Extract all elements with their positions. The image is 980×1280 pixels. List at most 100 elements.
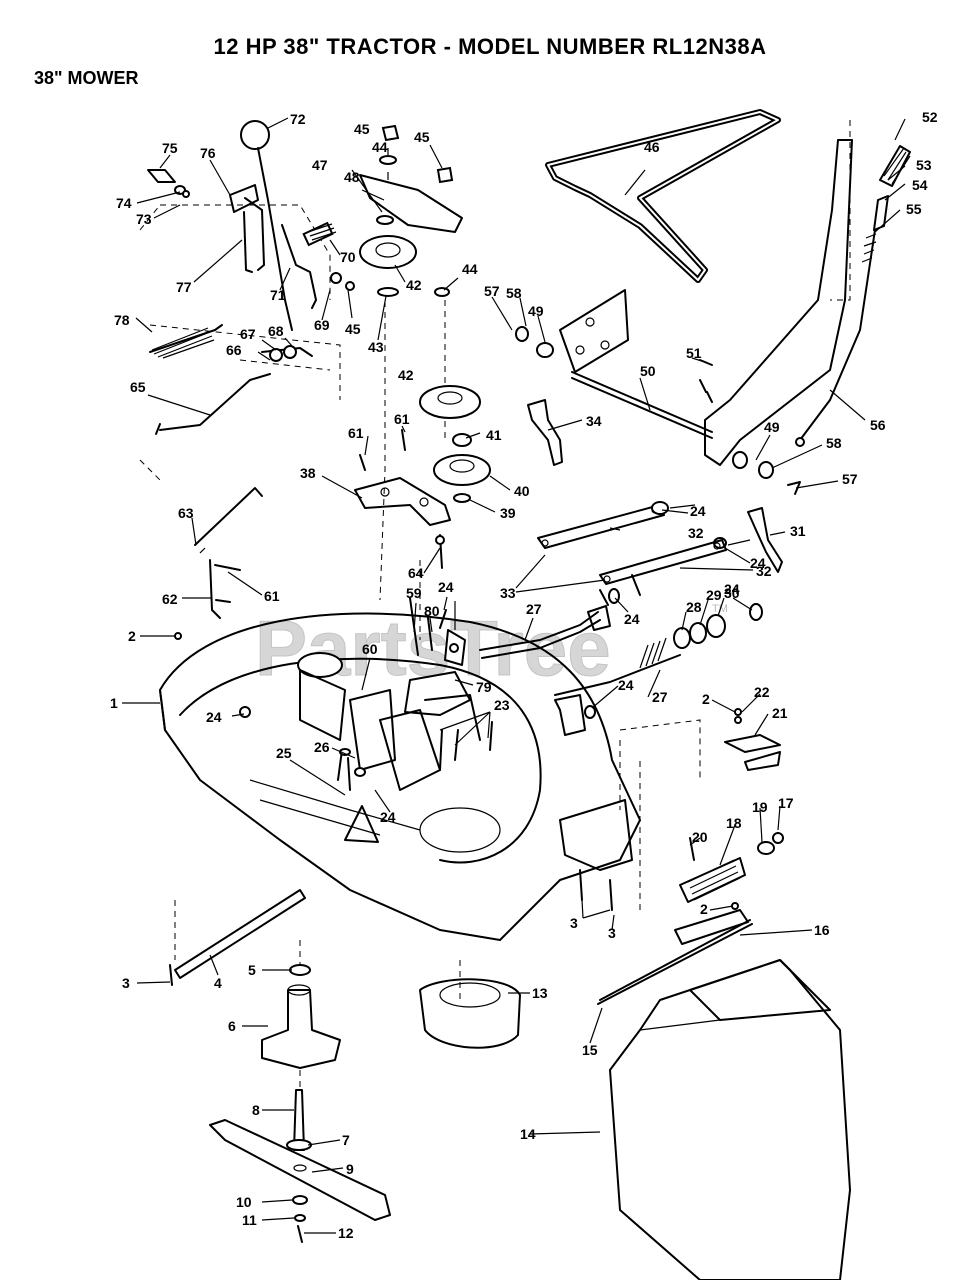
callout-21: 21 <box>772 705 788 721</box>
drive-belt <box>545 109 781 283</box>
callout-4: 4 <box>214 975 222 991</box>
callout-14: 14 <box>520 1126 536 1142</box>
callout-7: 7 <box>342 1132 350 1148</box>
deflector-spring-assembly <box>597 832 784 1005</box>
callout-2-right: 2 <box>702 691 710 707</box>
callout-61-left: 61 <box>348 425 364 441</box>
section-subtitle: 38" MOWER <box>34 68 139 88</box>
callout-11: 11 <box>242 1212 257 1228</box>
callout-57-right: 57 <box>842 471 858 487</box>
deck-control-rods <box>479 588 763 736</box>
deflector-bracket <box>724 708 781 771</box>
callout-9: 9 <box>346 1161 354 1177</box>
callout-66: 66 <box>226 342 242 358</box>
callout-42-upper: 42 <box>406 277 422 293</box>
blade-spindle <box>261 964 341 1151</box>
callout-32-lower: 32 <box>756 563 772 579</box>
callout-26: 26 <box>314 739 330 755</box>
lift-lever-assembly <box>147 120 355 331</box>
callout-15: 15 <box>582 1042 598 1058</box>
callout-2-bracket: 2 <box>700 901 708 917</box>
callout-51: 51 <box>686 345 702 361</box>
callout-5: 5 <box>248 962 256 978</box>
callout-40: 40 <box>514 483 530 499</box>
pulley-stack <box>359 124 491 503</box>
callout-22: 22 <box>754 684 770 700</box>
callout-78: 78 <box>114 312 130 328</box>
front-hanger-bars <box>537 501 727 585</box>
callout-23: 23 <box>494 697 510 713</box>
callout-24-upper-right: 24 <box>690 503 706 519</box>
callout-76: 76 <box>200 145 216 161</box>
callout-49-right: 49 <box>764 419 780 435</box>
callout-62: 62 <box>162 591 178 607</box>
callout-24-deck-left: 24 <box>206 709 222 725</box>
callout-46: 46 <box>644 139 660 155</box>
callout-25: 25 <box>276 745 292 761</box>
callout-60: 60 <box>362 641 378 657</box>
mower-blade <box>209 1119 391 1243</box>
callout-45-bottom: 45 <box>345 321 361 337</box>
callout-69: 69 <box>314 317 330 333</box>
callout-57-left: 57 <box>484 283 500 299</box>
callout-61-mid: 61 <box>394 411 410 427</box>
callout-65: 65 <box>130 379 146 395</box>
callout-3-left: 3 <box>122 975 130 991</box>
callout-72: 72 <box>290 111 306 127</box>
callout-18: 18 <box>726 815 742 831</box>
callout-44-top: 44 <box>372 139 388 155</box>
callout-27-lower: 27 <box>652 689 668 705</box>
spring-and-rod-assembly <box>149 324 313 435</box>
callout-64: 64 <box>408 565 424 581</box>
callout-43: 43 <box>368 339 384 355</box>
idler-bracket <box>354 429 451 569</box>
callout-8: 8 <box>252 1102 260 1118</box>
callout-58-left: 58 <box>506 285 522 301</box>
callout-2-left: 2 <box>128 628 136 644</box>
callout-70: 70 <box>340 249 356 265</box>
rod-linkage <box>194 487 263 619</box>
callout-39: 39 <box>500 505 516 521</box>
callout-32-upper: 32 <box>688 525 704 541</box>
callout-44-right: 44 <box>462 261 478 277</box>
callout-55: 55 <box>906 201 922 217</box>
callout-24-deck-bottom: 24 <box>380 809 396 825</box>
callout-41: 41 <box>486 427 502 443</box>
mower-deck <box>159 612 641 986</box>
callout-6: 6 <box>228 1018 236 1034</box>
callout-10: 10 <box>236 1194 252 1210</box>
leader-lines <box>122 117 906 1234</box>
callout-48: 48 <box>344 169 360 185</box>
callout-52: 52 <box>922 109 938 125</box>
callout-47: 47 <box>312 157 328 173</box>
callout-79: 79 <box>476 679 492 695</box>
callout-24-deck-right: 24 <box>618 677 634 693</box>
callout-34: 34 <box>586 413 602 429</box>
callout-58-right: 58 <box>826 435 842 451</box>
callout-45-right: 45 <box>414 129 430 145</box>
callout-75: 75 <box>162 140 178 156</box>
callout-54: 54 <box>912 177 928 193</box>
callout-56: 56 <box>870 417 886 433</box>
callout-42-lower: 42 <box>398 367 414 383</box>
callout-3-chute: 3 <box>570 915 578 931</box>
callout-13: 13 <box>532 985 548 1001</box>
callout-29: 29 <box>706 587 722 603</box>
discharge-chute <box>609 959 851 1280</box>
callout-59: 59 <box>406 585 422 601</box>
callout-50: 50 <box>640 363 656 379</box>
page-title: 12 HP 38" TRACTOR - MODEL NUMBER RL12N38… <box>213 34 767 59</box>
callout-38: 38 <box>300 465 316 481</box>
callout-24-center: 24 <box>438 579 454 595</box>
callout-3-chute-right: 3 <box>608 925 616 941</box>
callout-74: 74 <box>116 195 132 211</box>
callout-68: 68 <box>268 323 284 339</box>
callout-71: 71 <box>270 287 286 303</box>
lift-shaft-assembly <box>515 289 801 495</box>
callout-67: 67 <box>240 326 256 342</box>
callout-31: 31 <box>790 523 806 539</box>
callout-28: 28 <box>686 599 702 615</box>
callout-73: 73 <box>136 211 152 227</box>
callout-33: 33 <box>500 585 516 601</box>
callout-17: 17 <box>778 795 794 811</box>
